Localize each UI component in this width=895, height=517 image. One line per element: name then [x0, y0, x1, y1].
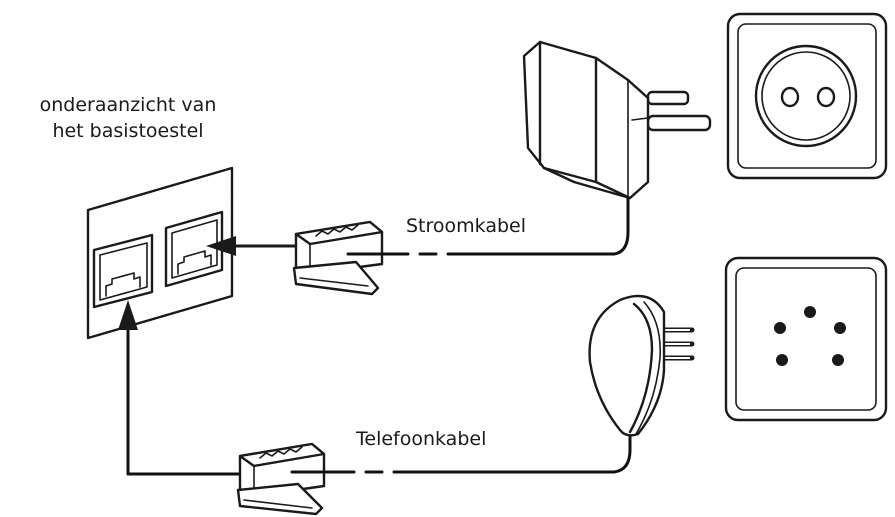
phone-cable	[290, 434, 632, 474]
base-station-panel	[86, 166, 234, 340]
power-cable-label: Stroomkabel	[406, 215, 527, 237]
wall-telephone-outlet	[724, 256, 888, 422]
power-adapter	[522, 40, 712, 200]
phone-cable-label: Telefoonkabel	[356, 428, 487, 450]
power-cable-plug	[292, 220, 384, 296]
base-station-caption: onderaanzicht van het basistoestel	[8, 92, 248, 144]
phone-socket-left	[92, 233, 154, 309]
telephone-wall-plug	[588, 294, 695, 437]
wall-power-outlet	[726, 12, 888, 180]
power-socket-right	[164, 210, 224, 288]
base-caption-line2: het basistoestel	[52, 120, 204, 142]
base-caption-line1: onderaanzicht van	[39, 94, 217, 116]
phone-arrow	[118, 300, 242, 476]
power-cable	[346, 194, 630, 256]
phone-cable-plug	[236, 442, 326, 516]
power-arrow	[206, 236, 302, 256]
